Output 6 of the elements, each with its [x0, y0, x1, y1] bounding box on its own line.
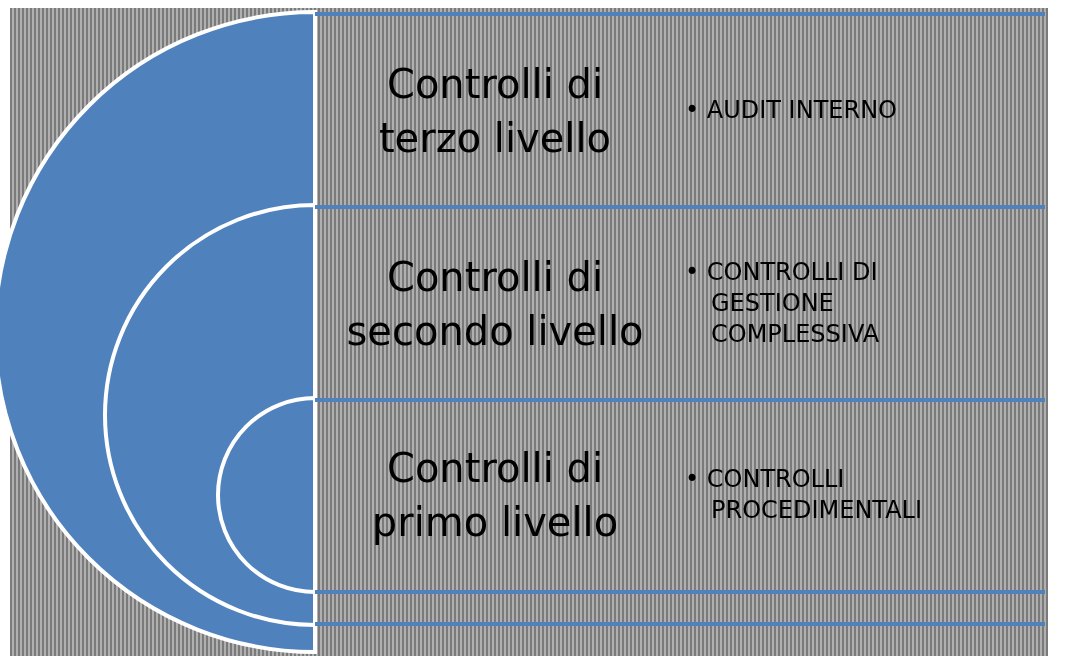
bullet-item: • CONTROLLI DI GESTIONE COMPLESSIVA [685, 256, 881, 351]
bullet-item: • AUDIT INTERNO [685, 94, 898, 126]
level-heading: Controlli di primo livello [370, 444, 620, 547]
level-heading: Controlli di secondo livello [345, 252, 645, 356]
level-heading: Controlli di terzo livello [377, 59, 613, 163]
bullet-item: • CONTROLLI PROCEDIMENTALI [685, 463, 923, 526]
